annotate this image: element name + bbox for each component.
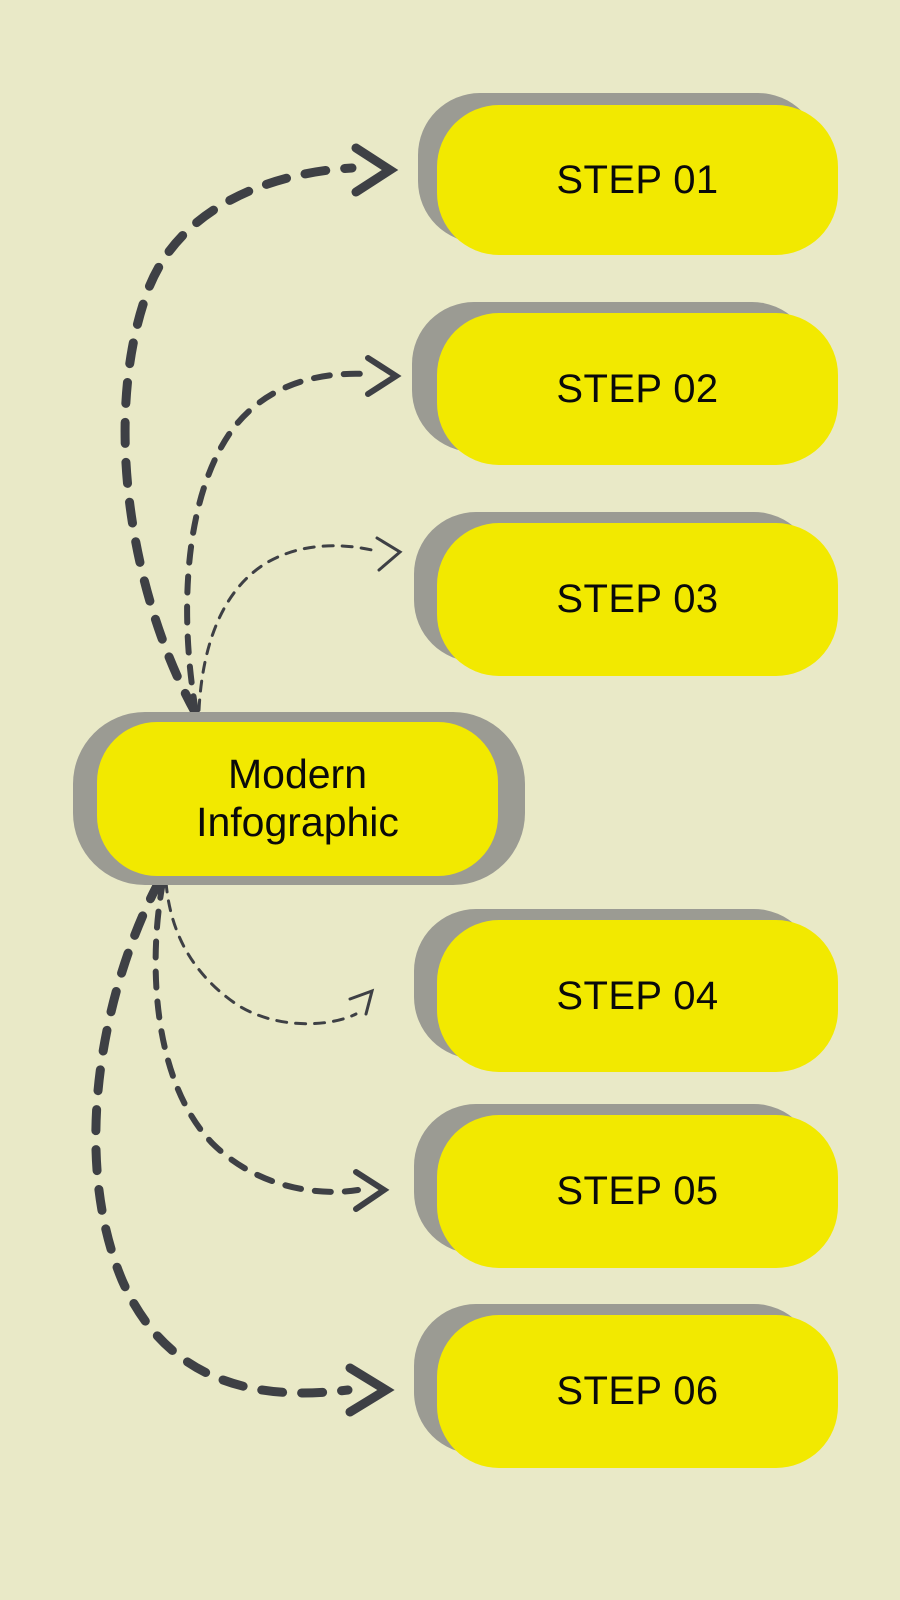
step-card-01-face[interactable]: STEP 01 — [437, 105, 838, 255]
step-card-01-label: STEP 01 — [556, 157, 719, 202]
step-card-04-face[interactable]: STEP 04 — [437, 920, 838, 1072]
step-card-03-face[interactable]: STEP 03 — [437, 523, 838, 676]
step-card-03-label: STEP 03 — [556, 577, 719, 621]
connector-to-step-02 — [184, 355, 402, 715]
step-card-06-label: STEP 06 — [556, 1369, 719, 1413]
hub-node-face[interactable]: Modern Infographic — [97, 722, 498, 876]
connector-to-step-05 — [152, 879, 390, 1212]
step-card-02-label: STEP 02 — [556, 366, 719, 411]
connector-to-step-03 — [197, 536, 403, 712]
step-card-04-label: STEP 04 — [556, 973, 719, 1018]
step-card-05-face[interactable]: STEP 05 — [437, 1115, 838, 1268]
connector-to-step-01 — [120, 143, 399, 717]
connector-to-step-04 — [164, 880, 375, 1026]
hub-node-label: Modern Infographic — [196, 751, 399, 845]
step-card-06-face[interactable]: STEP 06 — [437, 1315, 838, 1468]
connector-to-step-06 — [91, 875, 395, 1417]
step-card-02-face[interactable]: STEP 02 — [437, 313, 838, 465]
step-card-05-label: STEP 05 — [556, 1169, 719, 1213]
